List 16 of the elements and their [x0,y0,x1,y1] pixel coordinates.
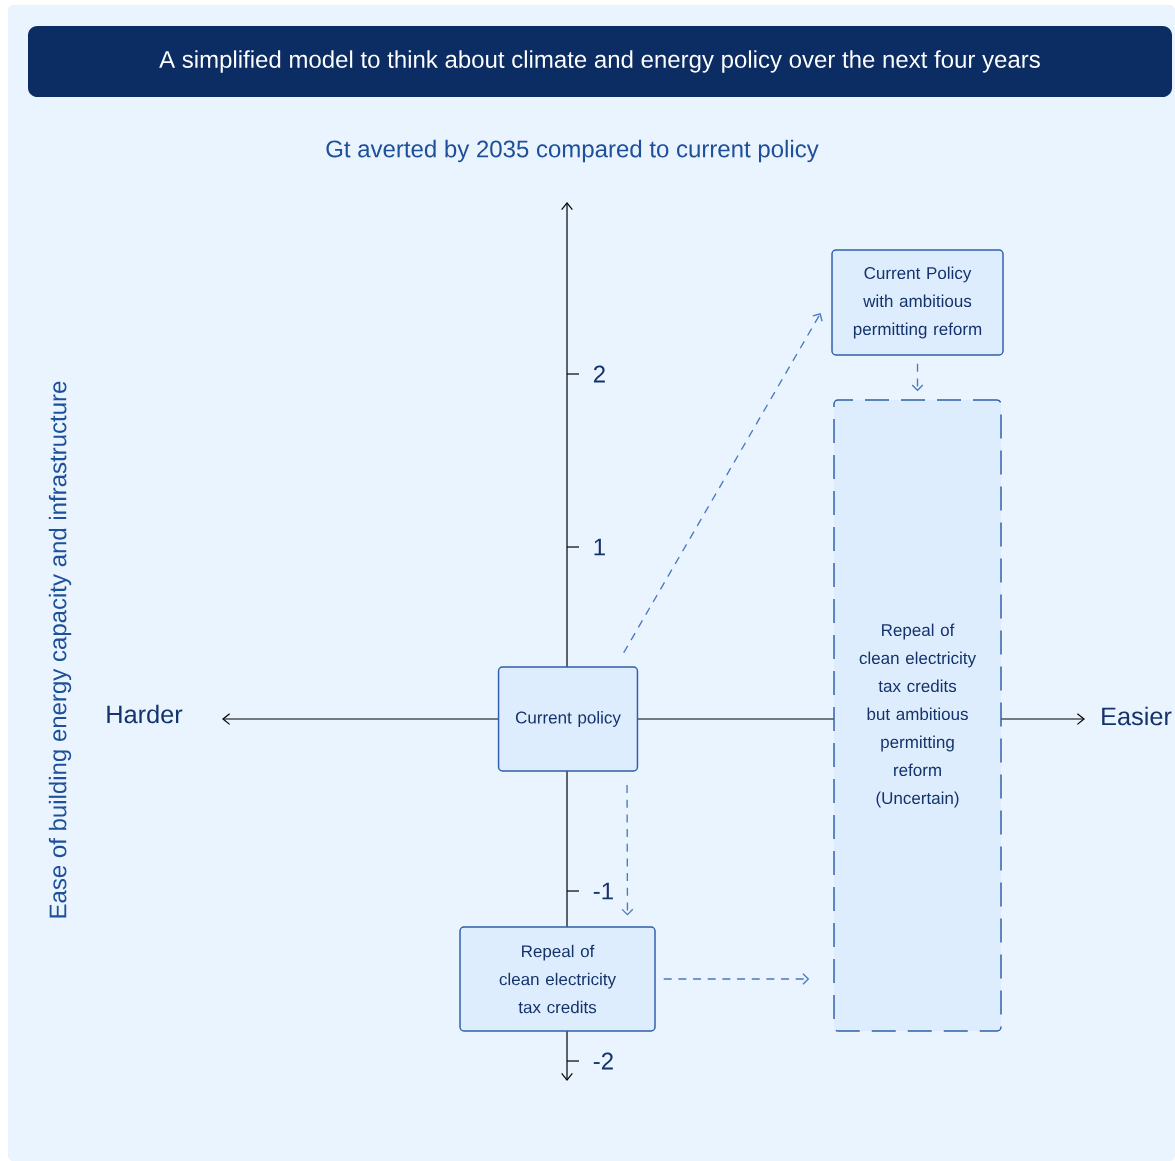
title-banner: A simplified model to think about climate and energy policy over the next four years [28,26,1172,97]
axis-title: Gt averted by 2035 compared to current policy [326,139,819,163]
arrow [663,973,810,985]
direction-label: Easier [1102,706,1172,726]
tick-label: 2 [593,365,605,383]
direction-label: Harder [107,704,183,724]
axis-title: Ease of building energy capacity and infrastructure [48,381,72,918]
arrow [623,313,823,654]
arrow [911,363,924,392]
policy-box: Current Policy with ambitious permitting reform [831,249,1004,356]
policy-box: Repeal of clean electricity tax credits [459,926,656,1032]
arrow [621,784,634,916]
tick-label: -1 [593,882,613,900]
dashed-box: Repeal of clean electricity tax credits but ambitious permitting reform (Uncertain) [833,399,1002,1032]
tick-label: 1 [594,538,605,556]
policy-box: Current policy [497,666,639,772]
